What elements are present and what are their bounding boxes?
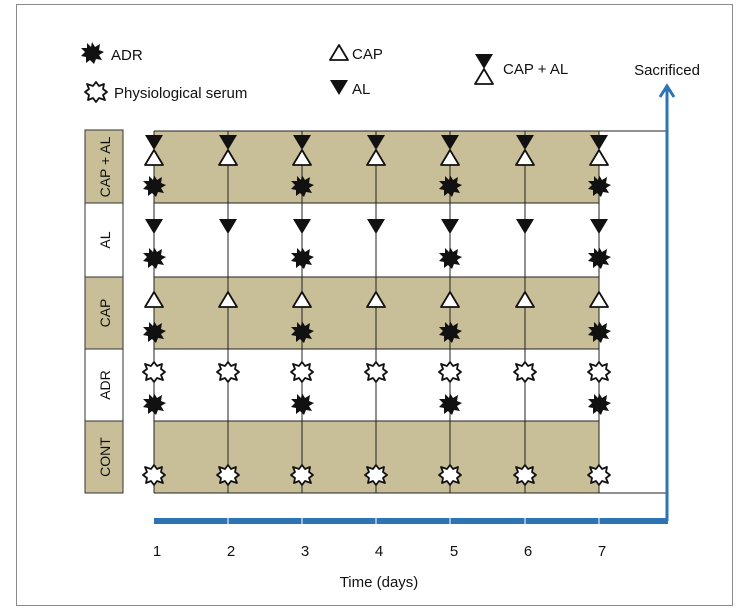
adr-splat-icon (588, 393, 611, 415)
serum-splat-icon (216, 361, 240, 383)
group-label-adr: ADR (97, 370, 113, 400)
arrow-up-icon (658, 83, 676, 98)
cap-triangle-up-icon (329, 44, 349, 61)
serum-splat-icon (142, 361, 166, 383)
al-triangle-down-icon (145, 219, 163, 234)
serum-splat-icon (587, 361, 611, 383)
group-label-al: AL (97, 231, 113, 248)
group-label-cell (84, 348, 124, 422)
serum-splat-icon (290, 361, 314, 383)
day-tick-label: 1 (153, 543, 161, 560)
al-triangle-down-icon (293, 219, 311, 234)
adr-splat-icon (439, 247, 462, 269)
day-tick-label: 5 (450, 543, 458, 560)
day-tick-label: 7 (598, 543, 606, 560)
day-tick-label: 3 (301, 543, 309, 560)
serum-splat-icon (438, 464, 462, 486)
serum-splat-icon (364, 361, 388, 383)
serum-splat-icon (587, 464, 611, 486)
x-axis-title: Time (days) (340, 574, 419, 591)
legend-serum-label: Physiological serum (114, 85, 247, 102)
group-label-cell (84, 202, 124, 278)
legend-cap-al-label: CAP + AL (503, 61, 568, 78)
adr-splat-icon (439, 393, 462, 415)
adr-splat-icon (143, 247, 166, 269)
legend: ADR Physiological serum CAP AL CAP + AL (81, 42, 568, 103)
al-triangle-down-icon (516, 219, 534, 234)
al-triangle-down-icon (219, 219, 237, 234)
al-triangle-down-icon (441, 219, 459, 234)
sacrificed-label: Sacrificed (634, 62, 700, 79)
al-triangle-down-icon (590, 219, 608, 234)
day-tick-label: 4 (375, 543, 383, 560)
al-triangle-down-icon (330, 80, 348, 95)
day-tick-label: 2 (227, 543, 235, 560)
adr-splat-icon (143, 393, 166, 415)
al-triangle-down-icon (367, 219, 385, 234)
adr-splat-icon (291, 247, 314, 269)
serum-splat-icon (364, 464, 388, 486)
serum-splat-icon (142, 464, 166, 486)
experimental-design-diagram: CAP + AL AL CAP ADR CONT (81, 42, 700, 591)
day-tick-label: 6 (524, 543, 532, 560)
serum-splat-icon (84, 81, 108, 103)
timeline-axis: Sacrificed (154, 62, 700, 524)
adr-splat-icon (291, 393, 314, 415)
figure-frame: CAP + AL AL CAP ADR CONT (16, 4, 733, 606)
adr-splat-icon (81, 42, 104, 64)
group-label-cap: CAP (97, 299, 113, 328)
serum-splat-icon (513, 464, 537, 486)
group-label-cap-al: CAP + AL (97, 136, 113, 197)
adr-splat-icon (588, 247, 611, 269)
serum-splat-icon (290, 464, 314, 486)
group-label-cell (84, 276, 124, 350)
legend-adr-label: ADR (111, 47, 143, 64)
cap-al-hourglass-icon (474, 53, 494, 85)
day-tick-labels: 1 2 3 4 5 6 7 (153, 543, 606, 560)
legend-al-label: AL (352, 81, 370, 98)
legend-cap-label: CAP (352, 46, 383, 63)
group-label-cont: CONT (97, 437, 113, 477)
group-label-column: CAP + AL AL CAP ADR CONT (84, 129, 124, 494)
group-label-cell (84, 129, 124, 204)
serum-splat-icon (513, 361, 537, 383)
serum-splat-icon (438, 361, 462, 383)
group-label-cell (84, 420, 124, 494)
serum-splat-icon (216, 464, 240, 486)
